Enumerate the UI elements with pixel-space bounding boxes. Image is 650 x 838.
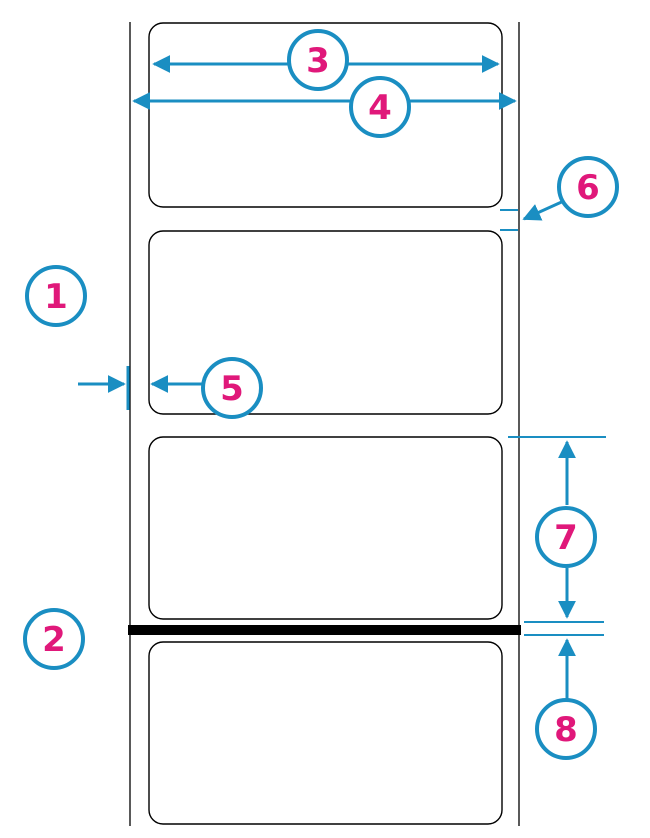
callout-number-1: 1 <box>44 277 68 317</box>
callout-number-7: 7 <box>554 518 578 558</box>
callout-circle-5 <box>201 357 263 419</box>
callout-circle-6 <box>557 156 619 218</box>
label-4 <box>148 641 503 825</box>
callout-1: 1 <box>25 265 87 327</box>
callout-8: 8 <box>535 698 597 760</box>
callout-circle-2 <box>23 608 85 670</box>
callout-7: 7 <box>535 506 597 568</box>
callout-5: 5 <box>201 357 263 419</box>
callout-number-3: 3 <box>306 41 330 81</box>
callout-number-2: 2 <box>42 620 66 660</box>
callout-circle-1 <box>25 265 87 327</box>
callout-circle-7 <box>535 506 597 568</box>
callout-6: 6 <box>557 156 619 218</box>
gap-arrow <box>522 198 567 221</box>
black-mark <box>128 625 521 635</box>
callout-4: 4 <box>349 76 411 138</box>
callout-2: 2 <box>23 608 85 670</box>
label-1 <box>148 22 503 208</box>
callout-circle-8 <box>535 698 597 760</box>
callout-number-6: 6 <box>576 168 600 208</box>
callout-number-4: 4 <box>368 88 392 128</box>
label-2 <box>148 230 503 415</box>
callouts: 1 2 34 5 6 7 8 <box>23 29 619 760</box>
callout-number-8: 8 <box>554 710 578 750</box>
callout-number-5: 5 <box>220 369 244 409</box>
callout-circle-3 <box>287 29 349 91</box>
callout-3: 3 <box>287 29 349 91</box>
callout-circle-4 <box>349 76 411 138</box>
label-3 <box>148 436 503 620</box>
